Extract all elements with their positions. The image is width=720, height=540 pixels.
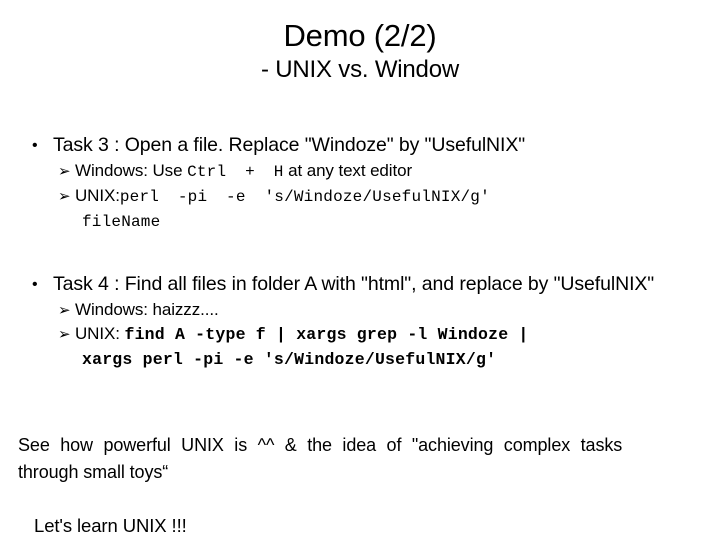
- arrow-bullet-icon: ➢: [58, 162, 71, 180]
- bullet-icon: •: [32, 137, 38, 154]
- title-block: Demo (2/2) - UNIX vs. Window: [0, 18, 720, 85]
- page-subtitle: - UNIX vs. Window: [261, 56, 459, 83]
- arrow-bullet-icon: ➢: [58, 325, 71, 343]
- task-3-command-continuation: fileName: [0, 209, 720, 234]
- arrow-bullet-icon: ➢: [58, 187, 71, 205]
- arrow-bullet-icon: ➢: [58, 301, 71, 319]
- subitem-prefix-text: Windows: Use: [75, 161, 188, 180]
- task-3-subitem-unix: ➢ UNIX:perl -pi -e 's/Windoze/UsefulNIX/…: [0, 184, 720, 209]
- page-title: Demo (2/2): [283, 18, 437, 53]
- task-3-subitem-windows: ➢ Windows: Use Ctrl + H at any text edit…: [0, 159, 720, 184]
- task-4-heading-row: • Task 4 : Find all files in folder A wi…: [0, 271, 720, 298]
- footer-line-2: through small toys“: [18, 462, 169, 482]
- closing-call-to-action: Let's learn UNIX !!!: [34, 515, 187, 536]
- task-4-command-continuation: xargs perl -pi -e 's/Windoze/UsefulNIX/g…: [0, 347, 720, 372]
- footer-line-1: See how powerful UNIX is ^^ & the idea o…: [18, 435, 623, 455]
- subitem-prefix-text: Windows: haizzz....: [75, 300, 219, 319]
- task-block-4: • Task 4 : Find all files in folder A wi…: [0, 271, 720, 372]
- bullet-icon: •: [32, 276, 38, 293]
- footer-paragraph: See how powerful UNIX is ^^ & the idea o…: [0, 432, 720, 486]
- unix-command-text: find A -type f | xargs grep -l Windoze |: [124, 325, 529, 344]
- task-4-subitem-unix: ➢ UNIX: find A -type f | xargs grep -l W…: [0, 322, 720, 347]
- task-block-3: • Task 3 : Open a file. Replace "Windoze…: [0, 132, 720, 234]
- unix-command-continuation-text: xargs perl -pi -e 's/Windoze/UsefulNIX/g…: [82, 350, 497, 369]
- unix-command-continuation-text: fileName: [82, 213, 161, 231]
- task-4-subitem-windows: ➢ Windows: haizzz....: [0, 298, 720, 322]
- task-4-heading-text: Task 4 : Find all files in folder A with…: [53, 273, 655, 295]
- task-3-heading-text: Task 3 : Open a file. Replace "Windoze" …: [53, 134, 526, 156]
- unix-command-text: perl -pi -e 's/Windoze/UsefulNIX/g': [119, 188, 490, 206]
- subitem-prefix-text: UNIX:: [75, 324, 125, 343]
- slide-body: • Task 3 : Open a file. Replace "Windoze…: [0, 132, 720, 372]
- subitem-suffix-text: at any text editor: [283, 161, 413, 180]
- subitem-prefix-text: UNIX:: [75, 186, 120, 205]
- task-3-heading-row: • Task 3 : Open a file. Replace "Windoze…: [0, 132, 720, 159]
- shortcut-code-text: Ctrl + H: [187, 163, 284, 181]
